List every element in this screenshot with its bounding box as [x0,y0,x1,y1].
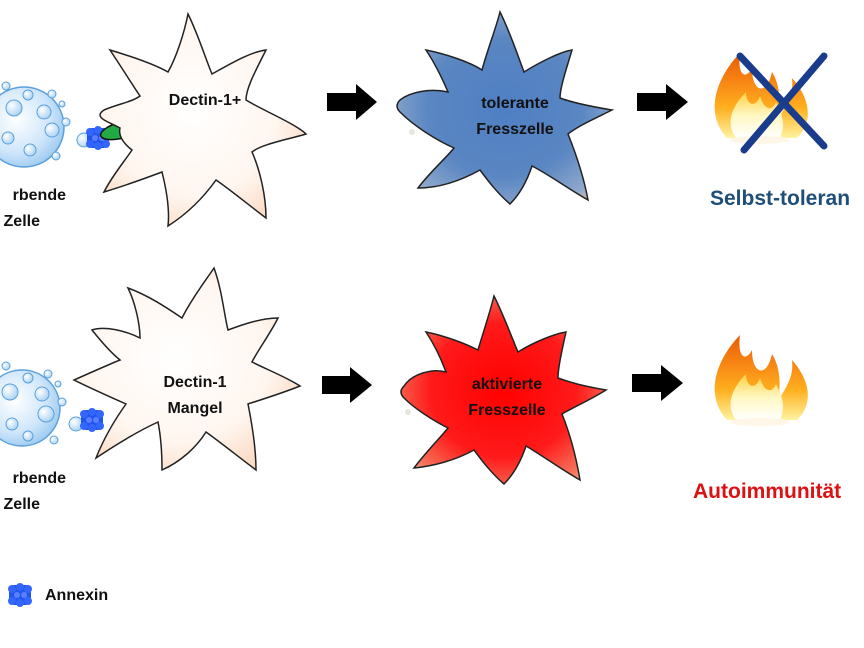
top-dying-cell-label-line2: Zelle [3,213,40,230]
annexin-icon [80,408,104,432]
top-row [0,9,828,228]
arrow-icon [322,367,372,403]
arrow-icon [637,84,688,120]
top-dying-cell [0,81,92,168]
tolerant-cell-label-line1: tolerante [481,95,549,112]
activated-phagocyte-cell [400,293,609,486]
bottom-dying-cell-label-line1: rbende [12,470,66,487]
arrow-icon [632,365,683,401]
legend-annexin-label: Annexin [45,587,109,604]
bottom-phagocyte-label-line2: Mangel [167,400,223,417]
bottom-dying-cell-label-line2: Zelle [3,496,40,513]
crossed-out-fire-icon [714,52,828,154]
activated-cell-label-line1: aktivierte [471,376,543,393]
debris-dot [405,409,411,415]
bottom-phagocyte-label-line1: Dectin-1 [163,374,227,391]
tolerant-cell-label-line2: Fresszelle [476,121,554,138]
top-dying-cell-label-line1: rbende [12,187,66,204]
tolerant-phagocyte-cell [396,9,615,206]
bottom-dying-cell [0,361,84,447]
activated-cell-label-line2: Fresszelle [468,402,546,419]
top-phagocyte-label: Dectin-1+ [168,92,242,109]
debris-dot [409,129,415,135]
arrow-icon [327,84,377,120]
fire-icon [714,335,808,426]
self-tolerance-label: Selbst-toleran [710,187,851,210]
legend-annexin-icon [8,583,32,607]
bottom-phagocyte-cell [72,266,302,472]
autoimmunity-label: Autoimmunität [693,480,842,503]
bottom-row [0,266,808,486]
top-phagocyte-cell [99,11,308,228]
